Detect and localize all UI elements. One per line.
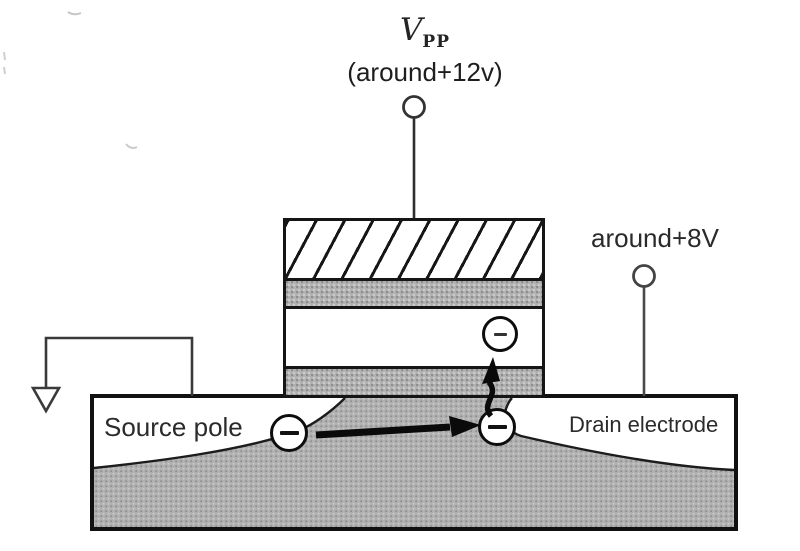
vpp-symbol: V — [400, 12, 423, 48]
drain-region-boundary — [503, 397, 735, 472]
drain-voltage-label: around+8V — [591, 223, 719, 253]
injection-arrow-shaft — [484, 380, 496, 418]
ground-icon — [30, 386, 62, 414]
vpp-subscript: PP — [422, 32, 450, 52]
oxide-layer — [286, 281, 542, 309]
drain-terminal-icon — [632, 264, 656, 288]
drain-region-label: Drain electrode — [569, 412, 719, 437]
tunnel-oxide-layer — [286, 369, 542, 395]
control-gate-layer — [286, 221, 542, 281]
injection-arrow-head — [482, 357, 500, 384]
vpp-terminal-icon — [402, 95, 426, 119]
source-region-boundary — [93, 397, 346, 470]
source-region-label: Source pole — [104, 412, 243, 442]
scan-artifact — [125, 143, 138, 149]
minus-icon — [487, 425, 507, 429]
minus-icon — [279, 431, 299, 435]
vpp-voltage-note: (around+12v) — [347, 57, 503, 87]
injection-arrow — [482, 357, 500, 418]
hot-electron-arrow-head — [449, 416, 481, 437]
drain-electron — [478, 408, 516, 446]
hot-electron-arrow-shaft — [315, 423, 451, 439]
floating-gate-electron — [482, 316, 518, 352]
vpp-label: VPP — [340, 12, 510, 52]
scan-artifact — [3, 51, 6, 75]
drain-region — [504, 398, 734, 470]
source-electron — [270, 414, 308, 452]
minus-icon — [493, 332, 507, 336]
ground-wire — [44, 336, 194, 396]
hot-electron-arrow — [315, 416, 481, 439]
gate-stack — [283, 218, 545, 398]
scan-artifact — [67, 11, 82, 16]
